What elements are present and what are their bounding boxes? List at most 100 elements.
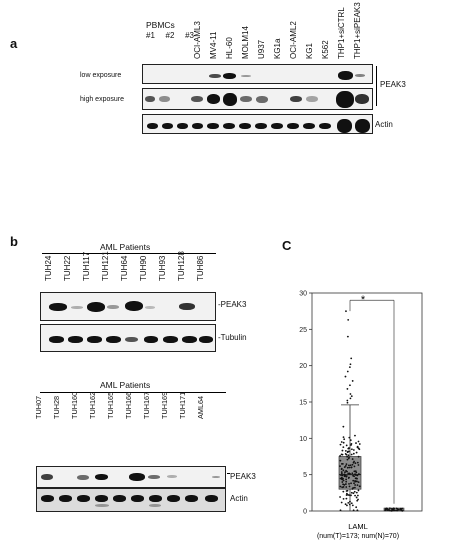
band xyxy=(41,474,53,480)
band xyxy=(163,336,178,343)
band xyxy=(177,123,188,129)
tumor-point xyxy=(340,453,343,456)
pbmc-lane-3: #3 xyxy=(185,31,194,40)
band xyxy=(290,96,302,102)
band xyxy=(41,495,54,502)
tumor-point xyxy=(341,462,344,465)
tumor-point xyxy=(339,443,342,446)
b-bottom-title: AML Patients xyxy=(100,380,151,390)
tumor-point xyxy=(345,444,348,447)
pbmc-lane-2: #2 xyxy=(165,31,175,40)
tumor-outlier xyxy=(346,370,349,373)
blot-low-exposure xyxy=(142,64,373,84)
tumor-point xyxy=(339,465,341,468)
band xyxy=(95,504,109,507)
tumor-point xyxy=(347,447,350,450)
tumor-outlier xyxy=(346,399,349,402)
y-tick-label: 5 xyxy=(303,472,307,479)
tumor-point xyxy=(344,450,347,452)
tumor-point xyxy=(345,475,348,478)
band xyxy=(131,495,144,502)
blot-peak3-b-top xyxy=(40,292,216,321)
band xyxy=(107,305,119,309)
band xyxy=(191,96,203,102)
normal-point xyxy=(386,509,389,512)
band xyxy=(125,337,138,342)
tumor-point xyxy=(342,479,345,482)
tumor-point xyxy=(341,449,344,452)
peak3-label-b-bottom: PEAK3 xyxy=(230,472,256,481)
tumor-point xyxy=(355,491,358,494)
tumor-outlier xyxy=(346,401,349,404)
pbmc-lane-1: #1 xyxy=(146,31,155,40)
tumor-outlier xyxy=(347,318,350,321)
tumor-point xyxy=(352,492,355,495)
band xyxy=(77,475,89,480)
normal-point xyxy=(395,509,397,512)
band xyxy=(148,475,160,479)
band xyxy=(49,303,67,311)
tumor-point xyxy=(340,441,343,443)
tumor-point xyxy=(357,464,360,466)
tumor-point xyxy=(342,441,345,444)
tumor-point xyxy=(344,503,347,506)
lane-label: U937 xyxy=(257,39,266,59)
tumor-outlier xyxy=(349,397,352,400)
tumor-point xyxy=(347,472,350,475)
band xyxy=(306,96,318,102)
tumor-point xyxy=(352,461,355,464)
tumor-point xyxy=(346,458,349,461)
tumor-point xyxy=(350,502,353,505)
tumor-point xyxy=(352,452,355,455)
tumor-point xyxy=(351,458,354,460)
lane-label: OCI-AML2 xyxy=(289,21,298,59)
tumor-point xyxy=(350,491,353,494)
band xyxy=(182,336,197,343)
normal-point xyxy=(388,508,390,511)
lane-label: TUH162 xyxy=(88,391,97,419)
tumor-point xyxy=(349,500,351,503)
panel-c-label: C xyxy=(282,238,292,253)
normal-point xyxy=(400,508,402,511)
lane-label: TUH64 xyxy=(120,255,129,281)
tumor-outlier xyxy=(349,384,351,387)
tumor-point xyxy=(347,501,350,504)
tumor-point xyxy=(351,463,354,466)
tumor-point xyxy=(357,498,359,501)
blot-high-exposure xyxy=(142,88,373,110)
band xyxy=(147,123,158,129)
band xyxy=(106,336,121,343)
band xyxy=(199,336,213,343)
normal-point xyxy=(389,507,391,509)
band xyxy=(167,495,180,502)
tumor-point xyxy=(347,454,350,457)
band xyxy=(271,123,283,129)
tumor-point xyxy=(355,471,358,474)
b-top-title: AML Patients xyxy=(100,242,151,252)
tumor-point xyxy=(356,494,359,497)
band xyxy=(207,94,220,104)
lane-label: OCI-AML3 xyxy=(193,21,202,59)
tumor-point xyxy=(350,494,352,497)
tumor-point xyxy=(350,448,353,451)
tumor-point xyxy=(346,455,349,458)
tumor-point xyxy=(357,447,360,450)
normal-point xyxy=(384,509,387,512)
blot-peak3-b-bottom xyxy=(36,466,226,488)
normal-point xyxy=(401,507,403,510)
tumor-point xyxy=(355,477,358,480)
significance-star: * xyxy=(361,294,366,306)
tumor-point xyxy=(340,476,343,479)
band xyxy=(113,495,126,502)
tumor-point xyxy=(348,503,351,506)
normal-point xyxy=(390,510,393,512)
band xyxy=(59,495,72,502)
normal-point xyxy=(386,508,389,510)
tumor-point xyxy=(350,482,352,485)
normal-point xyxy=(392,509,395,512)
lane-label: MV4-11 xyxy=(209,31,218,59)
tumor-point xyxy=(340,472,343,475)
tumor-point xyxy=(341,481,344,483)
band xyxy=(287,123,299,129)
